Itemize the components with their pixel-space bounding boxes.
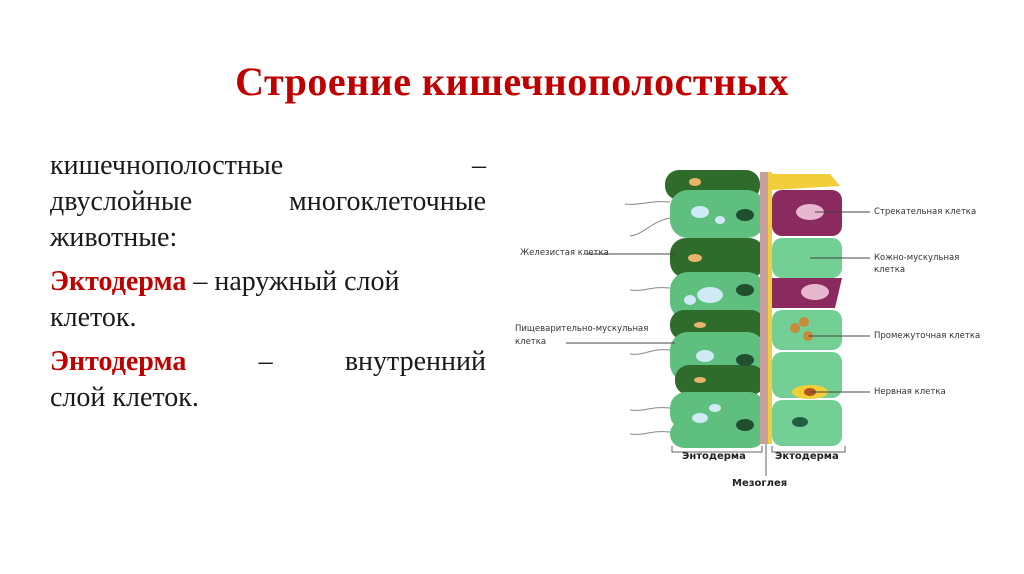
label-digestive-muscular-cell: Пищеварительно-мускульная bbox=[515, 324, 649, 334]
intro-word: двуслойные bbox=[50, 186, 193, 217]
label-intermediate-cell: Промежуточная клетка bbox=[874, 331, 981, 341]
label-stinging-cell: Стрекательная клетка bbox=[874, 207, 977, 217]
label-endoderm: Энтодерма bbox=[682, 451, 746, 462]
endoderm-paragraph: Энтодерма – внутренний слой клеток. bbox=[50, 344, 486, 416]
label-digestive-muscular-cell-2: клетка bbox=[515, 337, 547, 347]
cell-layers-illustration bbox=[566, 170, 870, 476]
label-glandular-cell: Железистая клетка bbox=[520, 248, 609, 258]
intro-line: животные: bbox=[50, 222, 178, 253]
label-mesoglea: Мезоглея bbox=[732, 478, 788, 489]
intro-word: многоклеточные bbox=[289, 186, 486, 217]
intro-word: кишечнополостные bbox=[50, 150, 284, 181]
endoderm-definition: внутренний bbox=[344, 346, 486, 377]
endoderm-definition-cont: слой клеток. bbox=[50, 382, 199, 413]
intro-paragraph: кишечнополостные – двуслойные многоклеточн… bbox=[50, 148, 486, 256]
intro-dash: – bbox=[472, 150, 486, 181]
ectoderm-term: Эктодерма bbox=[50, 266, 187, 297]
label-skin-muscular-cell: Кожно-мускульная bbox=[874, 253, 960, 263]
label-ectoderm: Эктодерма bbox=[775, 451, 839, 462]
slide-body-text: кишечнополостные – двуслойные многоклеточн… bbox=[50, 148, 486, 424]
cnidarian-body-wall-diagram: Железистая клетка Пищеварительно-мускуль… bbox=[510, 160, 1010, 500]
slide-title: Строение кишечнополостных bbox=[235, 59, 789, 104]
label-nerve-cell: Нервная клетка bbox=[874, 387, 946, 397]
ectoderm-definition-cont: клеток. bbox=[50, 302, 137, 333]
ectoderm-layer bbox=[772, 174, 842, 446]
ectoderm-definition: – наружный слой bbox=[186, 266, 400, 297]
endoderm-dash: – bbox=[258, 346, 273, 377]
endoderm-term: Энтодерма bbox=[50, 346, 187, 377]
label-skin-muscular-cell-2: клетка bbox=[874, 265, 906, 275]
ectoderm-paragraph: Эктодерма – наружный слой клеток. bbox=[50, 264, 486, 336]
endoderm-layer bbox=[624, 170, 765, 448]
